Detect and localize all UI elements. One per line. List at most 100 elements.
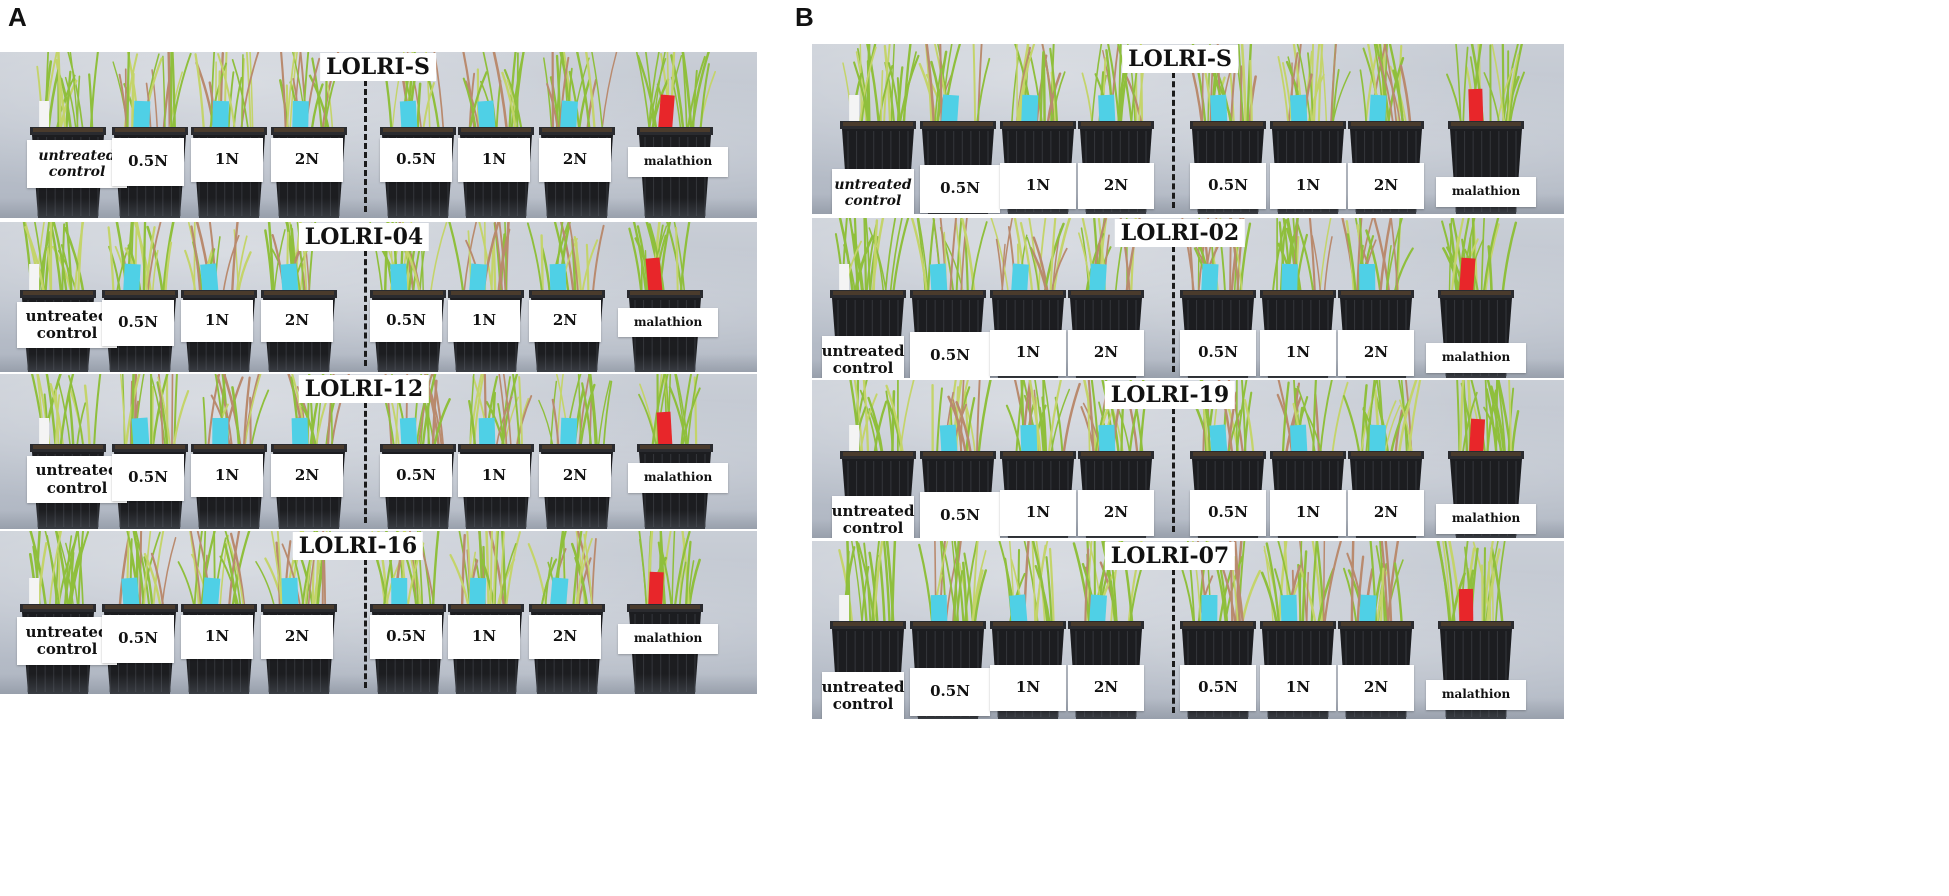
control-plant-pot xyxy=(20,222,96,372)
treated-plant-pot xyxy=(448,531,524,694)
label-dose: 1N xyxy=(181,300,253,342)
label-malathion: malathion xyxy=(618,308,718,337)
label-dose: 1N xyxy=(990,665,1066,711)
treated-plant-pot xyxy=(458,52,534,218)
label-dose: 1N xyxy=(1260,330,1336,376)
dashed-divider xyxy=(364,250,367,366)
label-dose: 2N xyxy=(271,454,343,497)
population-title: LOLRI-02 xyxy=(1114,219,1246,247)
label-dose: 1N xyxy=(191,454,263,497)
label-dose: 0.5N xyxy=(380,454,452,497)
label-dose: 0.5N xyxy=(910,668,990,716)
label-dose: 2N xyxy=(1348,163,1424,209)
label-dose: 1N xyxy=(1000,163,1076,209)
label-dose: 1N xyxy=(191,138,263,182)
treated-plant-pot xyxy=(538,374,615,529)
label-dose: 0.5N xyxy=(102,300,174,346)
label-malathion: malathion xyxy=(1426,343,1526,373)
control-plant-pot xyxy=(30,52,106,218)
label-dose: 1N xyxy=(1260,665,1336,711)
label-dose: 2N xyxy=(1078,490,1154,536)
label-dose: 2N xyxy=(1068,665,1144,711)
label-dose: 0.5N xyxy=(102,615,174,663)
population-title: LOLRI-S xyxy=(1122,45,1238,73)
malathion-plant-pot xyxy=(627,222,703,372)
label-dose: 2N xyxy=(1338,330,1414,376)
treated-plant-pot xyxy=(527,531,605,694)
label-dose: 2N xyxy=(1068,330,1144,376)
malathion-plant-pot xyxy=(1438,218,1518,378)
malathion-plant-pot xyxy=(637,374,713,529)
dashed-divider xyxy=(364,80,367,212)
treated-plant-pot xyxy=(102,222,178,372)
label-dose: 2N xyxy=(529,300,601,342)
treated-plant-pot xyxy=(112,374,190,529)
treated-plant-pot xyxy=(458,374,534,529)
dashed-divider xyxy=(1172,246,1175,372)
label-untreated-control: untreated control xyxy=(832,169,914,214)
label-dose: 2N xyxy=(539,454,611,497)
label-malathion: malathion xyxy=(1426,680,1526,710)
label-malathion: malathion xyxy=(1436,177,1536,207)
control-plant-pot xyxy=(30,374,106,529)
population-title: LOLRI-12 xyxy=(298,375,430,403)
label-malathion: malathion xyxy=(1436,504,1536,534)
treated-plant-pot xyxy=(191,374,270,529)
control-plant-pot xyxy=(20,531,96,694)
label-dose: 1N xyxy=(990,330,1066,376)
label-untreated-control: untreated control xyxy=(17,302,117,348)
label-dose: 2N xyxy=(271,138,343,182)
label-dose: 1N xyxy=(1270,163,1346,209)
panel-letter: A xyxy=(8,2,27,32)
population-title: LOLRI-07 xyxy=(1104,542,1236,570)
treated-plant-pot xyxy=(102,531,178,694)
label-untreated-control: untreated control xyxy=(832,496,914,538)
label-dose: 2N xyxy=(539,138,611,182)
label-dose: 1N xyxy=(1270,490,1346,536)
label-dose: 0.5N xyxy=(920,165,1000,213)
label-dose: 2N xyxy=(261,300,333,342)
label-dose: 2N xyxy=(1348,490,1424,536)
label-malathion: malathion xyxy=(618,624,718,654)
label-dose: 2N xyxy=(1338,665,1414,711)
dashed-divider xyxy=(364,559,367,688)
label-dose: 1N xyxy=(458,138,530,182)
label-dose: 0.5N xyxy=(1190,163,1266,209)
label-dose: 0.5N xyxy=(1180,330,1256,376)
treated-plant-pot xyxy=(181,222,257,372)
panel-letter: B xyxy=(795,2,814,32)
label-dose: 0.5N xyxy=(370,300,442,342)
label-malathion: malathion xyxy=(628,463,728,493)
label-untreated-control: untreated control xyxy=(27,140,127,188)
malathion-plant-pot xyxy=(635,52,716,218)
label-dose: 1N xyxy=(448,300,520,342)
treated-plant-pot xyxy=(539,52,618,218)
population-title: LOLRI-S xyxy=(320,53,436,81)
dashed-divider xyxy=(1172,72,1175,208)
population-title: LOLRI-16 xyxy=(292,532,424,560)
population-title: LOLRI-04 xyxy=(298,223,430,251)
treated-plant-pot xyxy=(448,222,524,372)
label-untreated-control: untreated control xyxy=(822,336,904,378)
label-dose: 1N xyxy=(448,615,520,659)
label-untreated-control: untreated control xyxy=(27,456,127,503)
population-title: LOLRI-19 xyxy=(1104,381,1236,409)
label-dose: 0.5N xyxy=(910,332,990,378)
label-dose: 0.5N xyxy=(380,138,452,182)
treated-plant-pot xyxy=(191,52,267,218)
label-dose: 0.5N xyxy=(370,615,442,659)
label-dose: 0.5N xyxy=(112,138,184,186)
label-malathion: malathion xyxy=(628,147,728,177)
label-dose: 1N xyxy=(1000,490,1076,536)
malathion-plant-pot xyxy=(627,531,703,694)
label-dose: 0.5N xyxy=(920,492,1000,538)
label-dose: 0.5N xyxy=(1190,490,1266,536)
